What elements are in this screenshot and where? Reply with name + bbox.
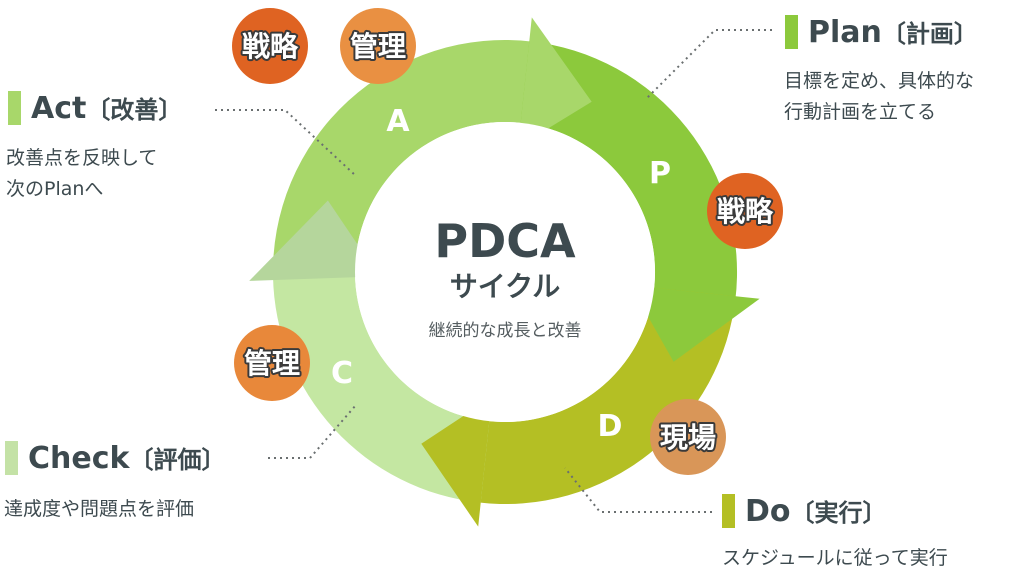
do-subtitle: 〔実行〕 [790, 499, 887, 527]
plan-desc-line: 目標を定め、具体的な [784, 70, 975, 92]
do-desc-line: スケジュールに従って実行 [722, 547, 948, 569]
check-description: 達成度や問題点を評価 [4, 494, 194, 525]
badge-circle [650, 399, 726, 475]
badge-circle [232, 8, 308, 84]
badge-circle [707, 173, 783, 249]
badge-text: 管理 [350, 30, 406, 63]
act-color-bar [8, 91, 21, 125]
badge-text: 管理 [244, 347, 300, 380]
check-desc-line: 達成度や問題点を評価 [4, 498, 195, 520]
act-connector [215, 109, 356, 176]
act-desc-line: 改善点を反映して [6, 147, 158, 169]
badge-text: 戦略 [242, 30, 299, 63]
plan-arrow-head [630, 285, 760, 362]
check-subtitle: 〔評価〕 [129, 446, 226, 474]
act-arrow-head [518, 17, 592, 147]
check-connector [268, 404, 357, 459]
segment-letter-c: C [331, 356, 353, 391]
plan-connector [644, 29, 772, 101]
plan-title: Plan [808, 15, 882, 50]
plan-description: 目標を定め、具体的な 行動計画を立てる [784, 66, 974, 128]
badge: 戦略 [232, 8, 308, 84]
badge: 管理 [340, 8, 416, 84]
segment-letter-p: P [649, 156, 671, 191]
plan-desc-line: 行動計画を立てる [784, 101, 937, 123]
plan-subtitle: 〔計画〕 [881, 20, 978, 48]
center-title: PDCA [434, 214, 576, 268]
badge-circle [234, 325, 310, 401]
plan-color-bar [785, 15, 798, 49]
act-label: Act〔改善〕 [8, 90, 182, 126]
check-color-bar [5, 441, 18, 475]
badge: 戦略 [707, 173, 783, 249]
badge-text: 戦略 [717, 195, 774, 228]
act-subtitle: 〔改善〕 [86, 96, 183, 124]
act-description: 改善点を反映して 次のPlanへ [6, 143, 157, 205]
segment-letter-d: D [598, 409, 623, 444]
do-label: Do〔実行〕 [722, 493, 887, 529]
do-arrow-head [421, 397, 492, 527]
segment-letter-a: A [386, 104, 410, 139]
center-caption: 継続的な成長と改善 [429, 321, 582, 341]
check-label: Check〔評価〕 [5, 440, 225, 476]
badge: 管理 [234, 325, 310, 401]
act-desc-line: 次のPlanへ [6, 178, 104, 200]
check-arrow-head [249, 200, 380, 281]
act-title: Act [31, 91, 87, 126]
center-subtitle: サイクル [450, 270, 561, 303]
center-circle [355, 122, 655, 422]
plan-label: Plan〔計画〕 [785, 14, 978, 50]
check-title: Check [28, 441, 130, 476]
do-description: スケジュールに従って実行 [722, 543, 948, 574]
do-title: Do [745, 494, 791, 529]
do-connector [564, 467, 712, 513]
badge-circle [340, 8, 416, 84]
badge-text: 現場 [660, 421, 716, 454]
badge: 現場 [650, 399, 726, 475]
do-color-bar [722, 494, 735, 528]
